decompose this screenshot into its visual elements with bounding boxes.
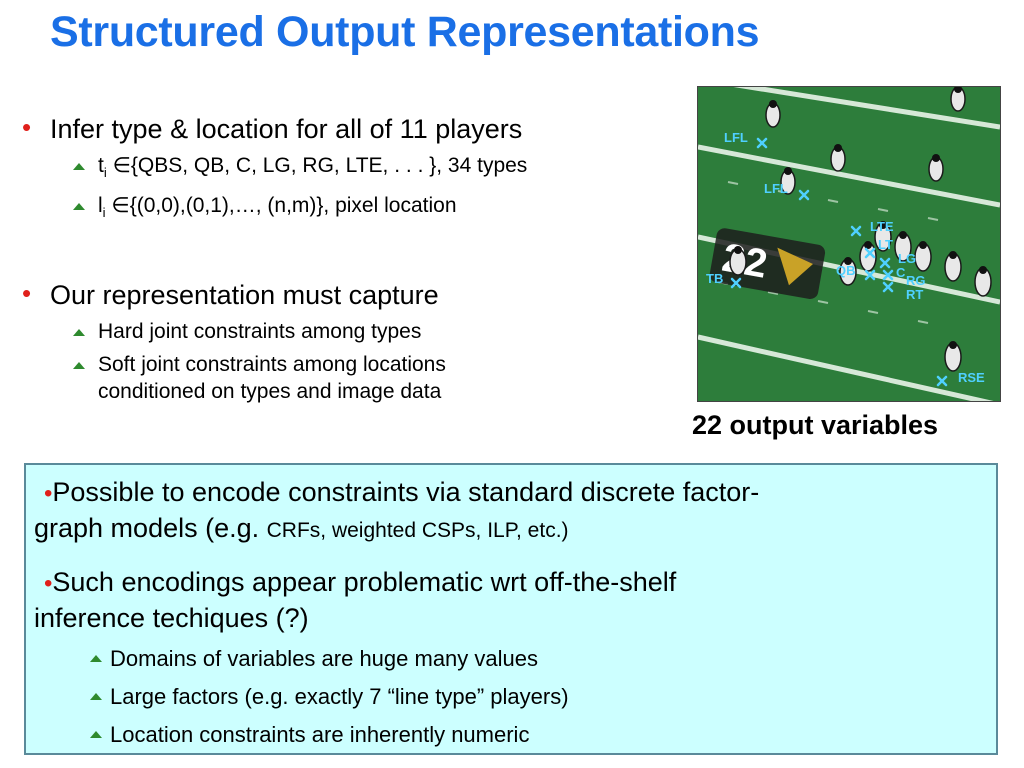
subbullet-locations: li ∈{(0,0),(0,1),…, (n,m)}, pixel locati…: [20, 192, 690, 226]
label-tb: TB: [706, 271, 723, 286]
bullet-text: Our representation must capture: [50, 280, 439, 311]
label-rg: RG: [906, 273, 926, 288]
subbullet-hard: Hard joint constraints among types: [20, 318, 690, 345]
note-subbullet-factors: Large factors (e.g. exactly 7 “line type…: [90, 683, 569, 711]
slide-title: Structured Output Representations: [50, 8, 760, 56]
subbullet-text: Hard joint constraints among types: [98, 320, 422, 344]
bullet-dot-icon: •: [44, 480, 53, 507]
note-paragraph-1: •Possible to encode constraints via stan…: [34, 475, 984, 548]
triangle-marker-icon: [90, 655, 102, 662]
triangle-marker-icon: [90, 731, 102, 738]
triangle-marker-icon: [73, 203, 85, 211]
note-p2-line2: inference techiques (?): [34, 603, 309, 633]
label-lt: LT: [878, 237, 893, 252]
bullet-text: Infer type & location for all of 11 play…: [50, 114, 523, 144]
bullet-infer: • Infer type & location for all of 11 pl…: [20, 112, 690, 146]
note-p1-examples: CRFs, weighted CSPs, ILP, etc.): [266, 519, 569, 542]
var-t: t: [98, 154, 104, 177]
var-index: i: [102, 205, 106, 221]
types-set: {QBS, QB, C, LG, RG, LTE, . . . }, 34 ty…: [130, 154, 528, 177]
bullet-representation: • Our representation must capture: [20, 278, 690, 312]
subbullet-types: ti ∈{QBS, QB, C, LG, RG, LTE, . . . }, 3…: [20, 152, 690, 186]
note-subbullet-text: Large factors (e.g. exactly 7 “line type…: [110, 684, 569, 709]
field-illustration: 22: [698, 87, 1000, 401]
var-l: l: [98, 194, 103, 218]
triangle-marker-icon: [90, 693, 102, 700]
element-of-symbol: ∈: [112, 154, 131, 177]
locations-set: {(0,0),(0,1),…, (n,m)}, pixel location: [129, 194, 457, 218]
label-qb: QB: [836, 263, 856, 278]
label-rt: RT: [906, 287, 923, 302]
subbullet-text: Soft joint constraints among locations: [98, 353, 446, 377]
label-c: C: [896, 265, 906, 280]
triangle-marker-icon: [73, 329, 85, 337]
triangle-marker-icon: [73, 163, 85, 170]
note-subbullet-domains: Domains of variables are huge many value…: [90, 645, 539, 673]
bullet-dot-icon: •: [44, 570, 53, 597]
note-paragraph-2: •Such encodings appear problematic wrt o…: [34, 565, 984, 635]
note-subbullet-text: Domains of variables are huge many value…: [110, 646, 539, 671]
note-p1-line2: graph models (e.g.: [34, 513, 267, 543]
var-index: i: [103, 165, 107, 181]
football-field-image: 22: [697, 86, 1001, 402]
note-p1-line1: Possible to encode constraints via stand…: [52, 477, 760, 507]
image-caption: 22 output variables: [692, 410, 939, 440]
note-subbullet-text: Location constraints are inherently nume…: [110, 722, 530, 747]
bullet-list: • Infer type & location for all of 11 pl…: [20, 112, 690, 405]
label-lfl-2: LFL: [764, 181, 788, 196]
label-lfl: LFL: [724, 130, 748, 145]
note-p2-line1: Such encodings appear problematic wrt of…: [52, 567, 677, 597]
subbullet-text-continued: conditioned on types and image data: [98, 380, 442, 404]
note-box: •Possible to encode constraints via stan…: [24, 463, 998, 755]
label-rse: RSE: [958, 370, 985, 385]
bullet-dot-icon: •: [22, 112, 32, 142]
bullet-dot-icon: •: [22, 278, 32, 309]
label-lg: LG: [898, 251, 916, 266]
element-of-symbol: ∈: [111, 194, 130, 218]
triangle-marker-icon: [73, 362, 85, 370]
label-lte: LTE: [870, 219, 894, 234]
note-subbullet-location: Location constraints are inherently nume…: [90, 721, 530, 749]
subbullet-soft: Soft joint constraints among locations c…: [20, 351, 690, 405]
